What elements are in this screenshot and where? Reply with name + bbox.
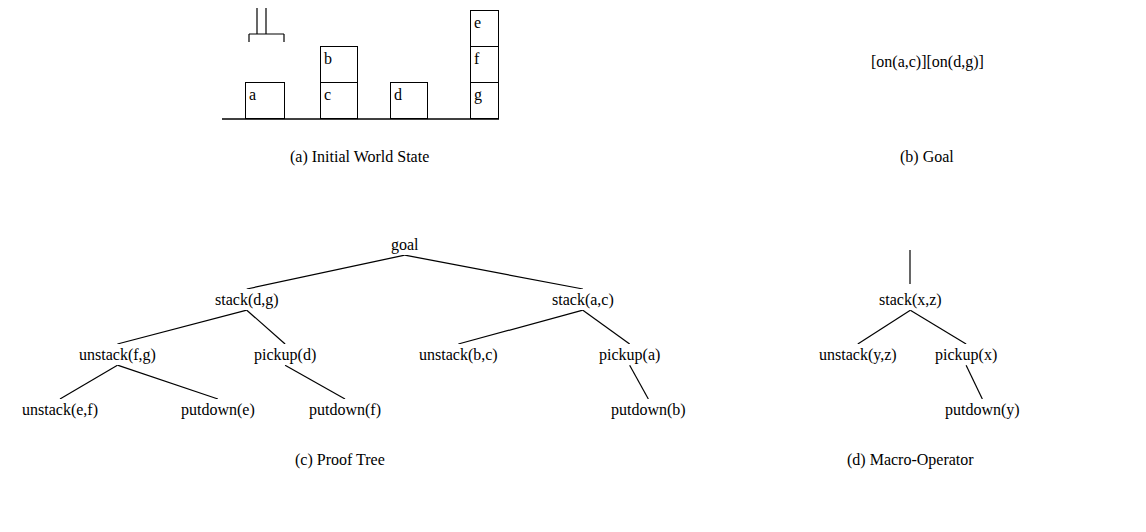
block-box: a — [245, 82, 285, 119]
tree-node: putdown(e) — [178, 399, 258, 420]
tree-node: pickup(d) — [251, 344, 319, 365]
node-text: unstack(f,g) — [79, 345, 156, 364]
tree-node: putdown(y) — [942, 399, 1023, 420]
tree-edge — [405, 255, 583, 289]
tree-edge — [858, 310, 911, 344]
node-text: a — [249, 86, 284, 104]
tree-node: stack(d,g) — [212, 289, 282, 310]
block-box: e — [470, 10, 499, 47]
node-text: d — [394, 86, 427, 104]
tree-node: stack(a,c) — [549, 289, 617, 310]
tree-node: goal — [388, 234, 422, 255]
node-text: e — [474, 14, 498, 32]
goal-text: [on(a,c)][on(d,g)] — [869, 51, 986, 72]
node-text: putdown(e) — [181, 400, 255, 419]
tree-edge — [966, 365, 982, 399]
tree-edge — [247, 255, 405, 289]
node-text: stack(x,z) — [879, 290, 942, 309]
node-text: pickup(x) — [935, 345, 997, 364]
tree-edge — [247, 310, 285, 344]
node-text: goal — [391, 235, 419, 254]
node-text: f — [474, 50, 498, 68]
tree-node: unstack(y,z) — [816, 344, 900, 365]
node-text: stack(d,g) — [215, 290, 279, 309]
node-text: stack(a,c) — [552, 290, 614, 309]
node-text: putdown(f) — [309, 400, 381, 419]
node-text: putdown(y) — [945, 400, 1020, 419]
caption-text: (a) Initial World State — [288, 146, 431, 167]
tree-node: unstack(f,g) — [76, 344, 159, 365]
tree-node: pickup(a) — [596, 344, 663, 365]
tree-node: putdown(b) — [608, 399, 689, 420]
caption-text: (b) Goal — [898, 146, 956, 167]
node-text: c — [324, 86, 357, 104]
block-box: b — [320, 46, 358, 83]
tree-edge — [910, 310, 966, 344]
node-text: unstack(e,f) — [22, 400, 98, 419]
tree-edge — [117, 365, 217, 399]
tree-node: putdown(f) — [306, 399, 384, 420]
tree-node: unstack(b,c) — [416, 344, 501, 365]
tree-node: stack(x,z) — [876, 289, 945, 310]
tree-node: unstack(e,f) — [19, 399, 101, 420]
gripper-symbol — [249, 8, 284, 42]
root-stub-line — [909, 250, 910, 284]
node-text: b — [324, 50, 357, 68]
node-text: unstack(y,z) — [819, 345, 897, 364]
tree-edge — [583, 310, 630, 344]
caption-text: (c) Proof Tree — [293, 449, 387, 470]
caption-text: (d) Macro-Operator — [845, 449, 976, 470]
tree-edge — [285, 365, 345, 399]
block-box: f — [470, 46, 499, 83]
tree-node: pickup(x) — [932, 344, 1000, 365]
node-text: unstack(b,c) — [419, 345, 498, 364]
node-text: pickup(a) — [599, 345, 660, 364]
node-text: putdown(b) — [611, 400, 686, 419]
tree-edge — [458, 310, 583, 344]
block-box: d — [390, 82, 428, 119]
tree-edge — [630, 365, 649, 399]
node-text: pickup(d) — [254, 345, 316, 364]
node-text: g — [474, 86, 498, 104]
tree-edge — [60, 365, 117, 399]
tree-edge — [117, 310, 246, 344]
block-box: g — [470, 82, 499, 119]
block-box: c — [320, 82, 358, 119]
